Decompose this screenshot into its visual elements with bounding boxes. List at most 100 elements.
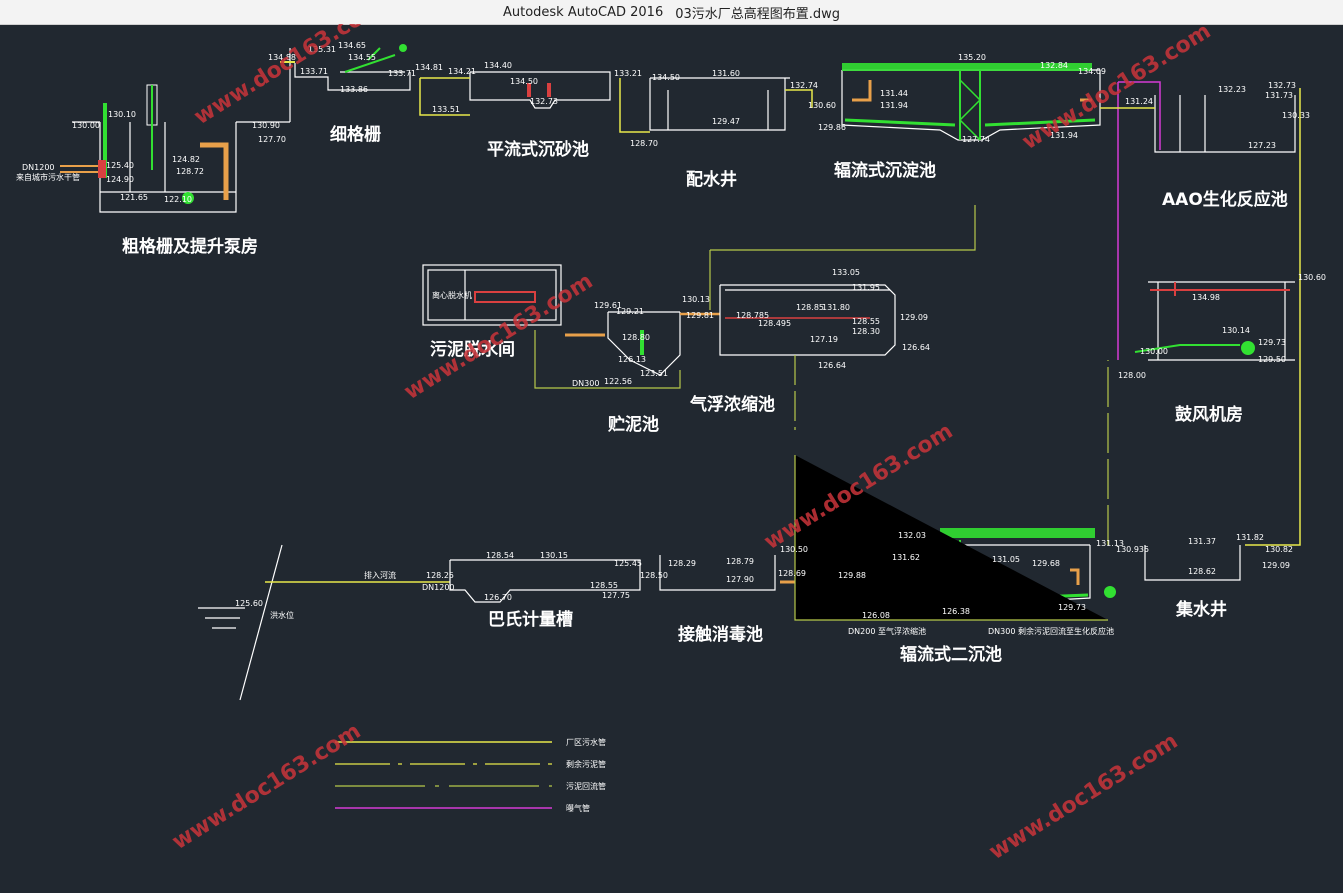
svg-text:134.21: 134.21 bbox=[448, 67, 476, 76]
svg-text:130.13: 130.13 bbox=[682, 295, 710, 304]
svg-text:130.60: 130.60 bbox=[808, 101, 836, 110]
svg-text:128.00: 128.00 bbox=[1118, 371, 1146, 380]
svg-text:125.60: 125.60 bbox=[235, 599, 263, 608]
svg-text:123.51: 123.51 bbox=[640, 369, 668, 378]
coarse-screen-structure[interactable] bbox=[72, 48, 291, 213]
parshall-flume-labels: 128.54 130.15 128.25 126.70 128.55 125.4… bbox=[422, 551, 642, 630]
svg-text:134.55: 134.55 bbox=[348, 53, 376, 62]
secondary-clarifier-labels: 130.50 128.69 132.03 131.62 131.05 129.8… bbox=[778, 531, 1149, 665]
file-title: 03污水厂总高程图布置.dwg bbox=[675, 6, 841, 22]
window-titlebar: Autodesk AutoCAD 2016 03污水厂总高程图布置.dwg bbox=[0, 0, 1343, 25]
primary-clarifier-equipment bbox=[842, 63, 1096, 141]
svg-text:130.90: 130.90 bbox=[252, 121, 280, 130]
dewatering-structure[interactable] bbox=[422, 264, 562, 326]
svg-text:129.47: 129.47 bbox=[712, 117, 740, 126]
parshall-flume-title: 巴氏计量槽 bbox=[488, 609, 573, 630]
svg-text:128.785: 128.785 bbox=[736, 311, 769, 320]
svg-text:131.82: 131.82 bbox=[1236, 533, 1264, 542]
watermarks: www.doc163.com www.doc163.com www.doc163… bbox=[168, 0, 1215, 865]
coarse-screen-labels: 130.00 130.10 125.40 124.90 121.65 122.1… bbox=[16, 110, 286, 257]
watermark: www.doc163.com bbox=[1018, 24, 1215, 155]
svg-text:125.45: 125.45 bbox=[614, 559, 642, 568]
svg-text:131.80: 131.80 bbox=[822, 303, 850, 312]
blower-house-structure[interactable] bbox=[1148, 281, 1295, 361]
blower-house-labels: 134.98 130.14 129.73 130.00 128.00 129.5… bbox=[1118, 273, 1326, 425]
svg-text:129.09: 129.09 bbox=[900, 313, 928, 322]
svg-text:129.68: 129.68 bbox=[1032, 559, 1060, 568]
svg-text:131.05: 131.05 bbox=[992, 555, 1020, 564]
parshall-flume-structure[interactable] bbox=[449, 559, 641, 603]
svg-text:135.20: 135.20 bbox=[958, 53, 986, 62]
fine-screen-title: 细格栅 bbox=[330, 124, 381, 145]
dewatering-title: 污泥脱水间 bbox=[430, 339, 515, 360]
svg-text:124.82: 124.82 bbox=[172, 155, 200, 164]
svg-text:127.90: 127.90 bbox=[726, 575, 754, 584]
watermark: www.doc163.com bbox=[400, 269, 597, 405]
svg-text:128.495: 128.495 bbox=[758, 319, 791, 328]
svg-text:129.61: 129.61 bbox=[594, 301, 622, 310]
svg-text:129.86: 129.86 bbox=[818, 123, 846, 132]
svg-text:131.13: 131.13 bbox=[1096, 539, 1124, 548]
svg-text:DN1200: DN1200 bbox=[22, 163, 55, 172]
svg-text:132.84: 132.84 bbox=[1040, 61, 1068, 70]
coarse-screen-title: 粗格栅及提升泵房 bbox=[122, 236, 258, 257]
svg-text:厂区污水管: 厂区污水管 bbox=[566, 737, 606, 747]
svg-text:133.71: 133.71 bbox=[388, 69, 416, 78]
app-title: Autodesk AutoCAD 2016 bbox=[502, 4, 664, 20]
svg-text:121.65: 121.65 bbox=[120, 193, 148, 202]
svg-text:130.00: 130.00 bbox=[72, 121, 100, 130]
daf-thickener-labels: 133.05 131.95 128.85 131.80 129.09 128.7… bbox=[689, 268, 930, 415]
svg-text:133.05: 133.05 bbox=[832, 268, 860, 277]
aao-reactor-labels: 131.24 132.23 131.73 132.73 130.33 127.2… bbox=[1125, 81, 1310, 210]
primary-clarifier-title: 辐流式沉淀池 bbox=[834, 160, 936, 181]
svg-text:128.80: 128.80 bbox=[622, 333, 650, 342]
contact-disinfection-structure[interactable] bbox=[659, 555, 776, 591]
svg-text:130.60: 130.60 bbox=[1298, 273, 1326, 282]
grit-chamber-labels: 134.21 133.51 134.40 134.50 132.73 133.2… bbox=[432, 61, 642, 160]
daf-thickener-structure[interactable] bbox=[719, 284, 896, 356]
svg-text:131.24: 131.24 bbox=[1125, 97, 1153, 106]
aao-reactor-structure[interactable] bbox=[1154, 95, 1296, 153]
svg-text:129.88: 129.88 bbox=[838, 571, 866, 580]
svg-text:129.50: 129.50 bbox=[1258, 355, 1286, 364]
svg-text:130.82: 130.82 bbox=[1265, 545, 1293, 554]
svg-text:126.08: 126.08 bbox=[862, 611, 890, 620]
svg-text:128.54: 128.54 bbox=[486, 551, 514, 560]
legend-item-aeration-pipe: 曝气管 bbox=[335, 803, 590, 813]
distribution-well-structure[interactable] bbox=[649, 77, 790, 131]
svg-text:122.56: 122.56 bbox=[604, 377, 632, 386]
legend: 厂区污水管 剩余污泥管 污泥回流管 曝气管 bbox=[335, 737, 606, 813]
watermark: www.doc163.com bbox=[190, 24, 387, 130]
sludge-tank-title: 贮泥池 bbox=[607, 414, 659, 435]
coarse-screen-equipment bbox=[60, 84, 229, 204]
distribution-well-pipes bbox=[619, 78, 813, 133]
svg-text:134.50: 134.50 bbox=[510, 77, 538, 86]
svg-text:DN1200: DN1200 bbox=[422, 583, 455, 592]
sludge-tank-structure[interactable] bbox=[607, 311, 681, 376]
fine-screen-structure[interactable] bbox=[294, 63, 411, 91]
svg-text:134.98: 134.98 bbox=[1192, 293, 1220, 302]
svg-text:离心脱水机: 离心脱水机 bbox=[432, 290, 472, 300]
svg-text:127.70: 127.70 bbox=[258, 135, 286, 144]
secondary-clarifier-equipment bbox=[780, 360, 1116, 621]
svg-text:129.09: 129.09 bbox=[1262, 561, 1290, 570]
svg-text:131.37: 131.37 bbox=[1188, 537, 1216, 546]
svg-text:132.03: 132.03 bbox=[898, 531, 926, 540]
svg-text:126.64: 126.64 bbox=[818, 361, 846, 370]
svg-text:135.31: 135.31 bbox=[308, 45, 336, 54]
fine-screen-labels: 134.88 133.71 135.31 134.65 134.55 133.8… bbox=[268, 41, 443, 145]
collection-well-structure[interactable] bbox=[1144, 545, 1241, 581]
svg-text:128.50: 128.50 bbox=[640, 571, 668, 580]
svg-text:128.62: 128.62 bbox=[1188, 567, 1216, 576]
grit-chamber-structure[interactable] bbox=[469, 71, 611, 109]
svg-text:134.88: 134.88 bbox=[268, 53, 296, 62]
fine-screen-equipment bbox=[280, 44, 407, 73]
aao-reactor-pipes bbox=[1100, 81, 1301, 546]
svg-text:128.69: 128.69 bbox=[778, 569, 806, 578]
collection-well-title: 集水井 bbox=[1175, 599, 1227, 620]
svg-text:134.50: 134.50 bbox=[652, 73, 680, 82]
svg-text:曝气管: 曝气管 bbox=[566, 803, 590, 813]
svg-text:DN300: DN300 bbox=[572, 379, 599, 388]
